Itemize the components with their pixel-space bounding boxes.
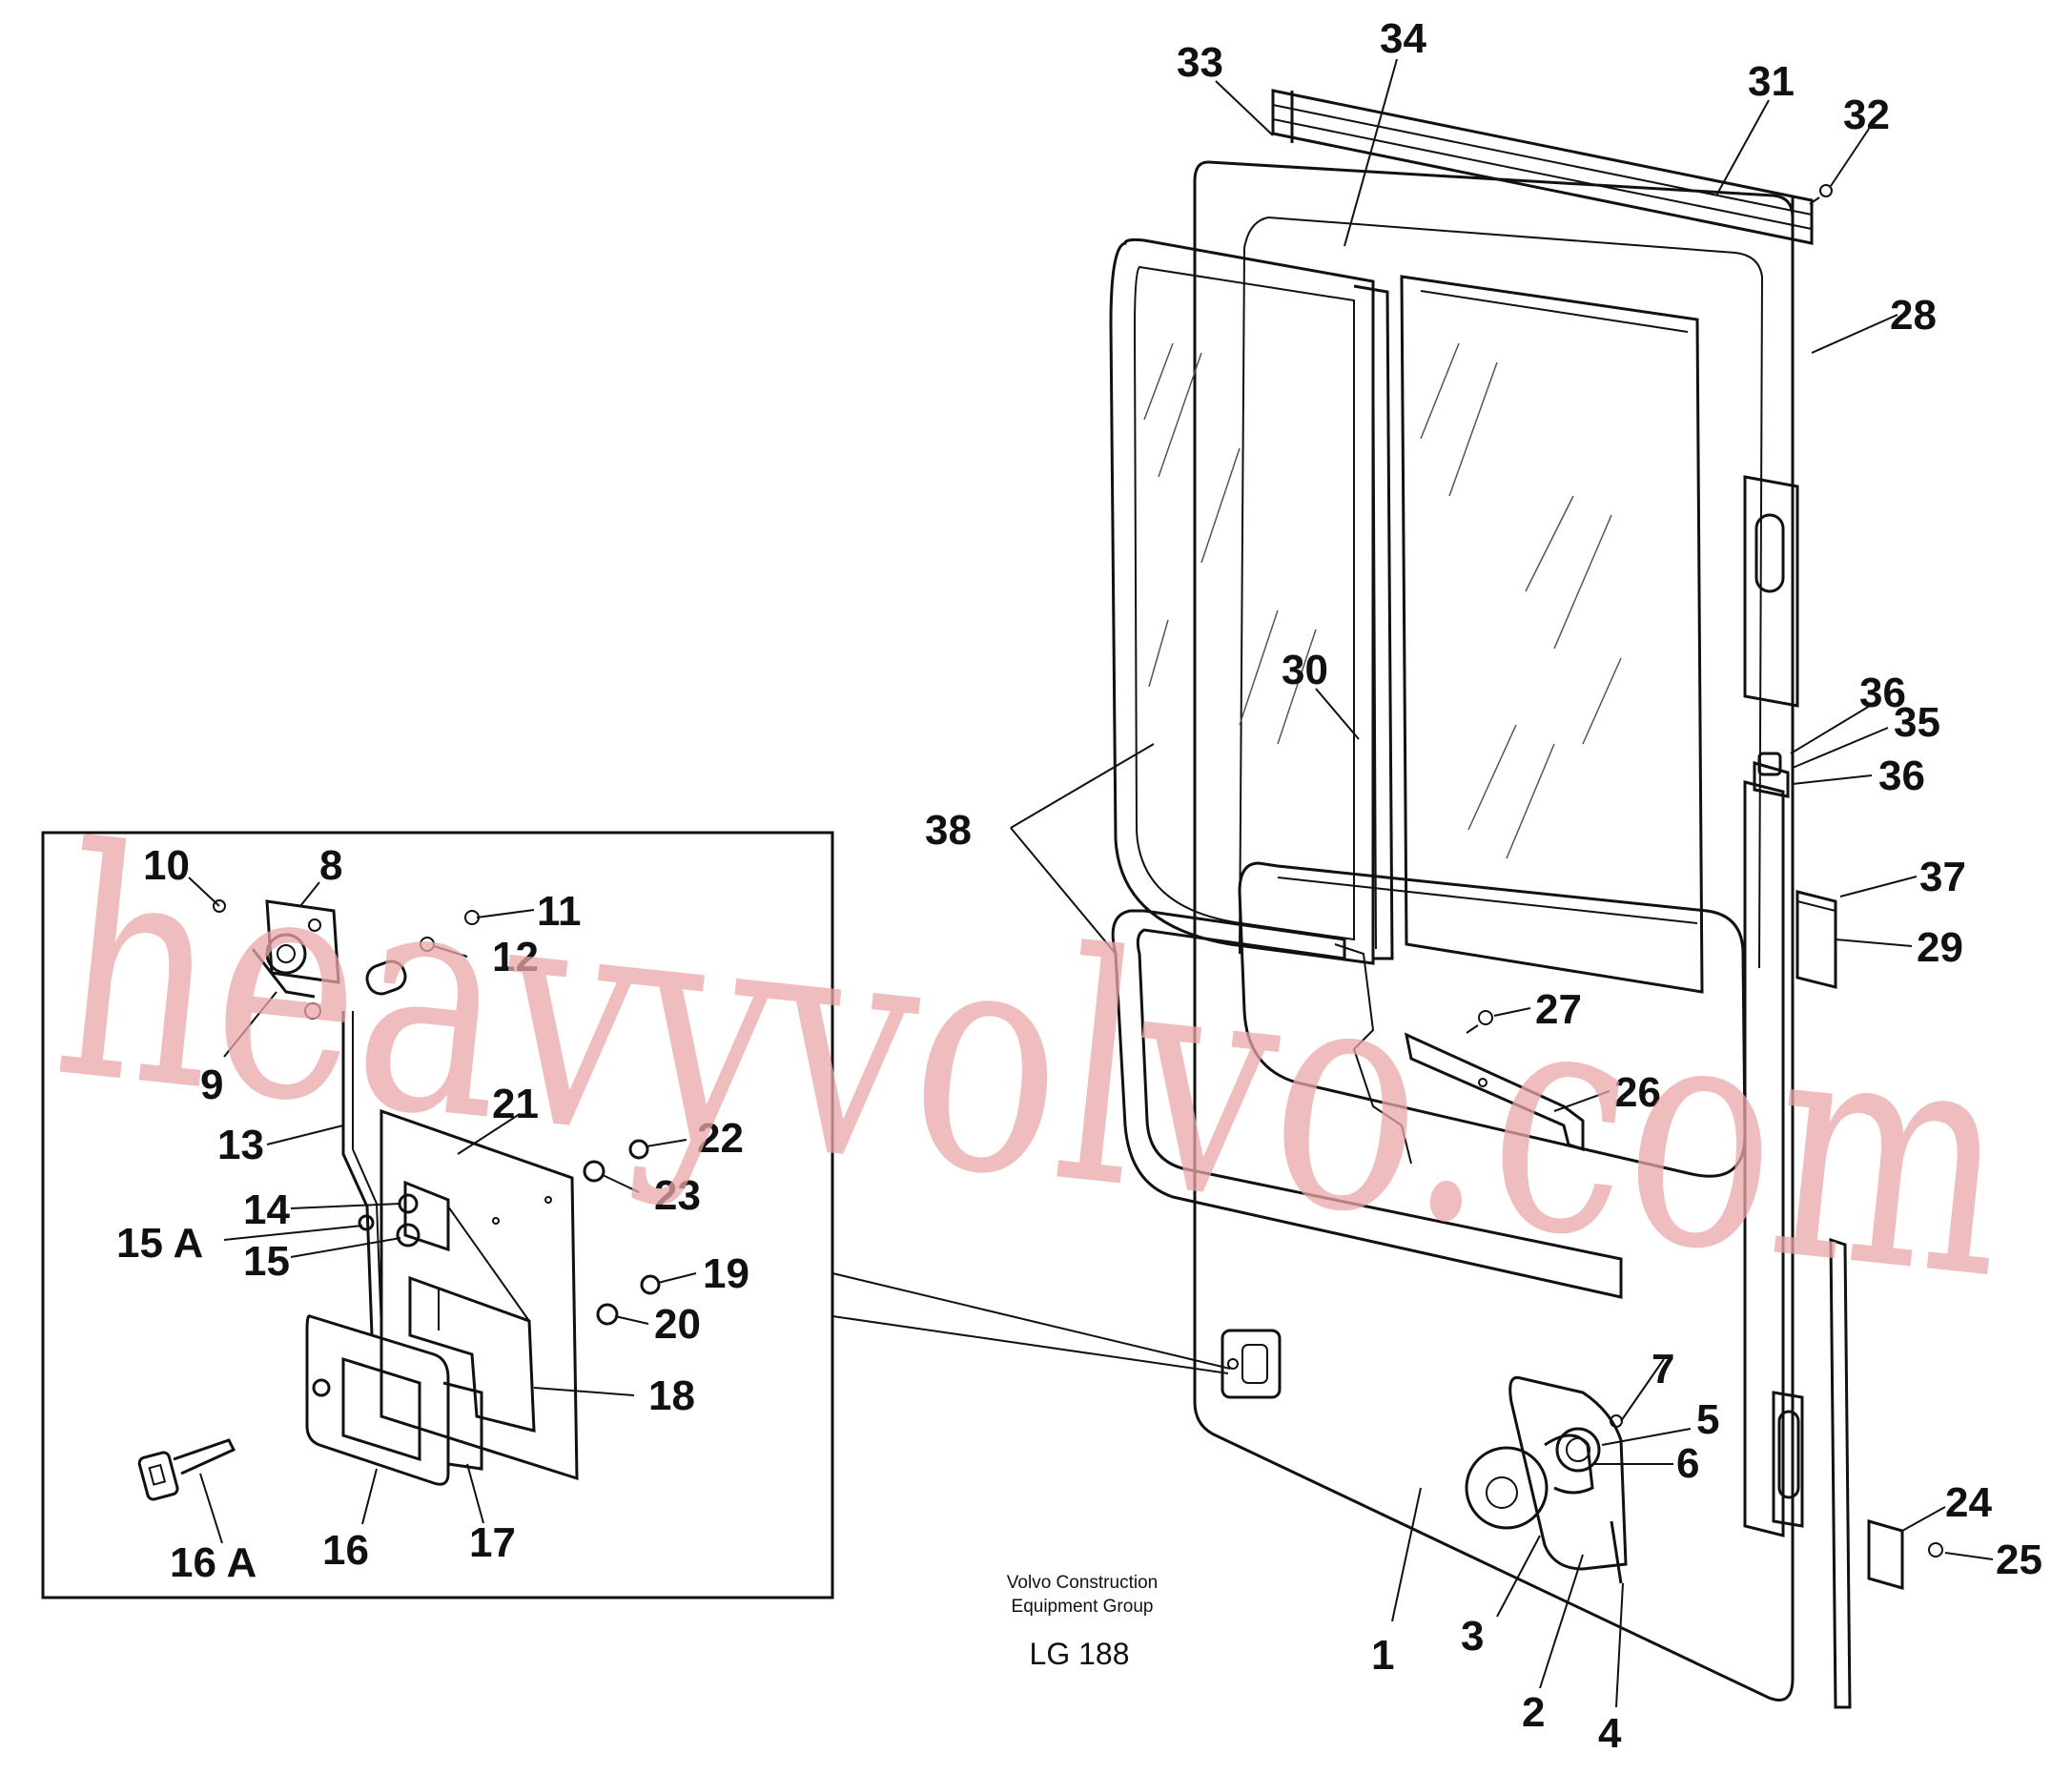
callout-12: 12 [492, 934, 539, 980]
callout-37: 37 [1919, 854, 1966, 900]
callout-22: 22 [697, 1115, 744, 1162]
hinge-bar [1743, 752, 1837, 1537]
callout-27: 27 [1535, 986, 1582, 1033]
callout-31: 31 [1748, 58, 1795, 105]
washer-15 [396, 1223, 421, 1248]
callout-3: 3 [1461, 1613, 1484, 1660]
callout-1: 1 [1371, 1632, 1394, 1679]
callout-24: 24 [1945, 1479, 1992, 1526]
upper-window-frame [1109, 237, 1394, 965]
callout-20: 20 [654, 1301, 701, 1348]
screw-19 [640, 1274, 661, 1295]
callout-9: 9 [200, 1062, 223, 1108]
callout-33: 33 [1177, 39, 1223, 86]
callout-34: 34 [1380, 15, 1426, 62]
callout-26: 26 [1614, 1069, 1661, 1116]
callout-7: 7 [1651, 1346, 1674, 1392]
callout-15: 15 [243, 1238, 290, 1285]
lower-glass-pane [1238, 861, 1747, 1178]
key-16a [137, 1438, 236, 1501]
callout-11: 11 [537, 888, 582, 935]
callout-29: 29 [1917, 924, 1963, 971]
nut-15a [358, 1214, 375, 1231]
credit-line-1: Volvo Construction [1007, 1573, 1158, 1593]
latch-detail-inset [41, 831, 1231, 1599]
screw-22 [628, 1139, 649, 1160]
washer-20 [596, 1303, 619, 1326]
door-inner-frame [1239, 217, 1764, 969]
screw-27 [1466, 1010, 1493, 1034]
callout-36-bottom: 36 [1878, 753, 1925, 799]
leader-lines [188, 58, 1994, 1708]
callout-32: 32 [1843, 92, 1890, 138]
callout-30: 30 [1282, 647, 1328, 693]
hinge-bracket-24 [1867, 1519, 1943, 1590]
upper-right-hinge-plate [1743, 475, 1799, 708]
washer-23 [583, 1160, 605, 1183]
latch-mechanism [213, 899, 480, 1020]
callout-17: 17 [469, 1519, 516, 1566]
callout-16a: 16 A [170, 1539, 256, 1586]
callout-21: 21 [492, 1081, 539, 1127]
callout-38: 38 [925, 807, 972, 854]
callout-4: 4 [1598, 1710, 1622, 1757]
credit-block: Volvo Construction Equipment Group LG 18… [1007, 1573, 1158, 1671]
left-glass-hatching [1143, 342, 1317, 745]
upper-glass-pane [1400, 275, 1704, 994]
lock-knob-assembly [1465, 1375, 1628, 1584]
callout-8: 8 [319, 842, 342, 889]
credit-line-2: Equipment Group [1012, 1597, 1154, 1617]
callout-35: 35 [1894, 699, 1940, 746]
door-seal-strip [1829, 1237, 1852, 1709]
callout-13: 13 [217, 1122, 264, 1168]
screw-32 [1809, 184, 1833, 205]
callout-19: 19 [703, 1250, 749, 1297]
callout-28: 28 [1890, 292, 1937, 339]
callout-23: 23 [654, 1172, 701, 1219]
callout-36-top: 36 [1859, 670, 1906, 716]
nut-14 [398, 1193, 419, 1214]
callout-25: 25 [1996, 1537, 2042, 1583]
inner-handle-16 [305, 1314, 450, 1486]
watermark: heavyvolvo.com [42, 780, 2024, 1349]
door-panel [1193, 160, 1795, 1702]
callout-16: 16 [322, 1527, 369, 1574]
callout-labels: 1 2 3 4 5 6 7 8 9 10 11 12 13 14 15 15 A… [116, 15, 2042, 1757]
callout-6: 6 [1676, 1440, 1699, 1487]
top-rail [1271, 89, 1814, 248]
callout-5: 5 [1696, 1396, 1719, 1443]
bracket-26 [1404, 1032, 1585, 1152]
callout-10: 10 [143, 842, 190, 889]
callout-15a: 15 A [116, 1220, 203, 1267]
figure-code: LG 188 [1030, 1637, 1130, 1671]
callout-2: 2 [1522, 1689, 1545, 1736]
block-17 [442, 1381, 483, 1471]
rod-13 [341, 1011, 374, 1336]
door-assembly [1109, 89, 1943, 1709]
outer-handle [1221, 1329, 1282, 1399]
callout-18: 18 [648, 1372, 695, 1419]
callout-14: 14 [243, 1186, 290, 1233]
plate-21 [380, 1108, 579, 1481]
